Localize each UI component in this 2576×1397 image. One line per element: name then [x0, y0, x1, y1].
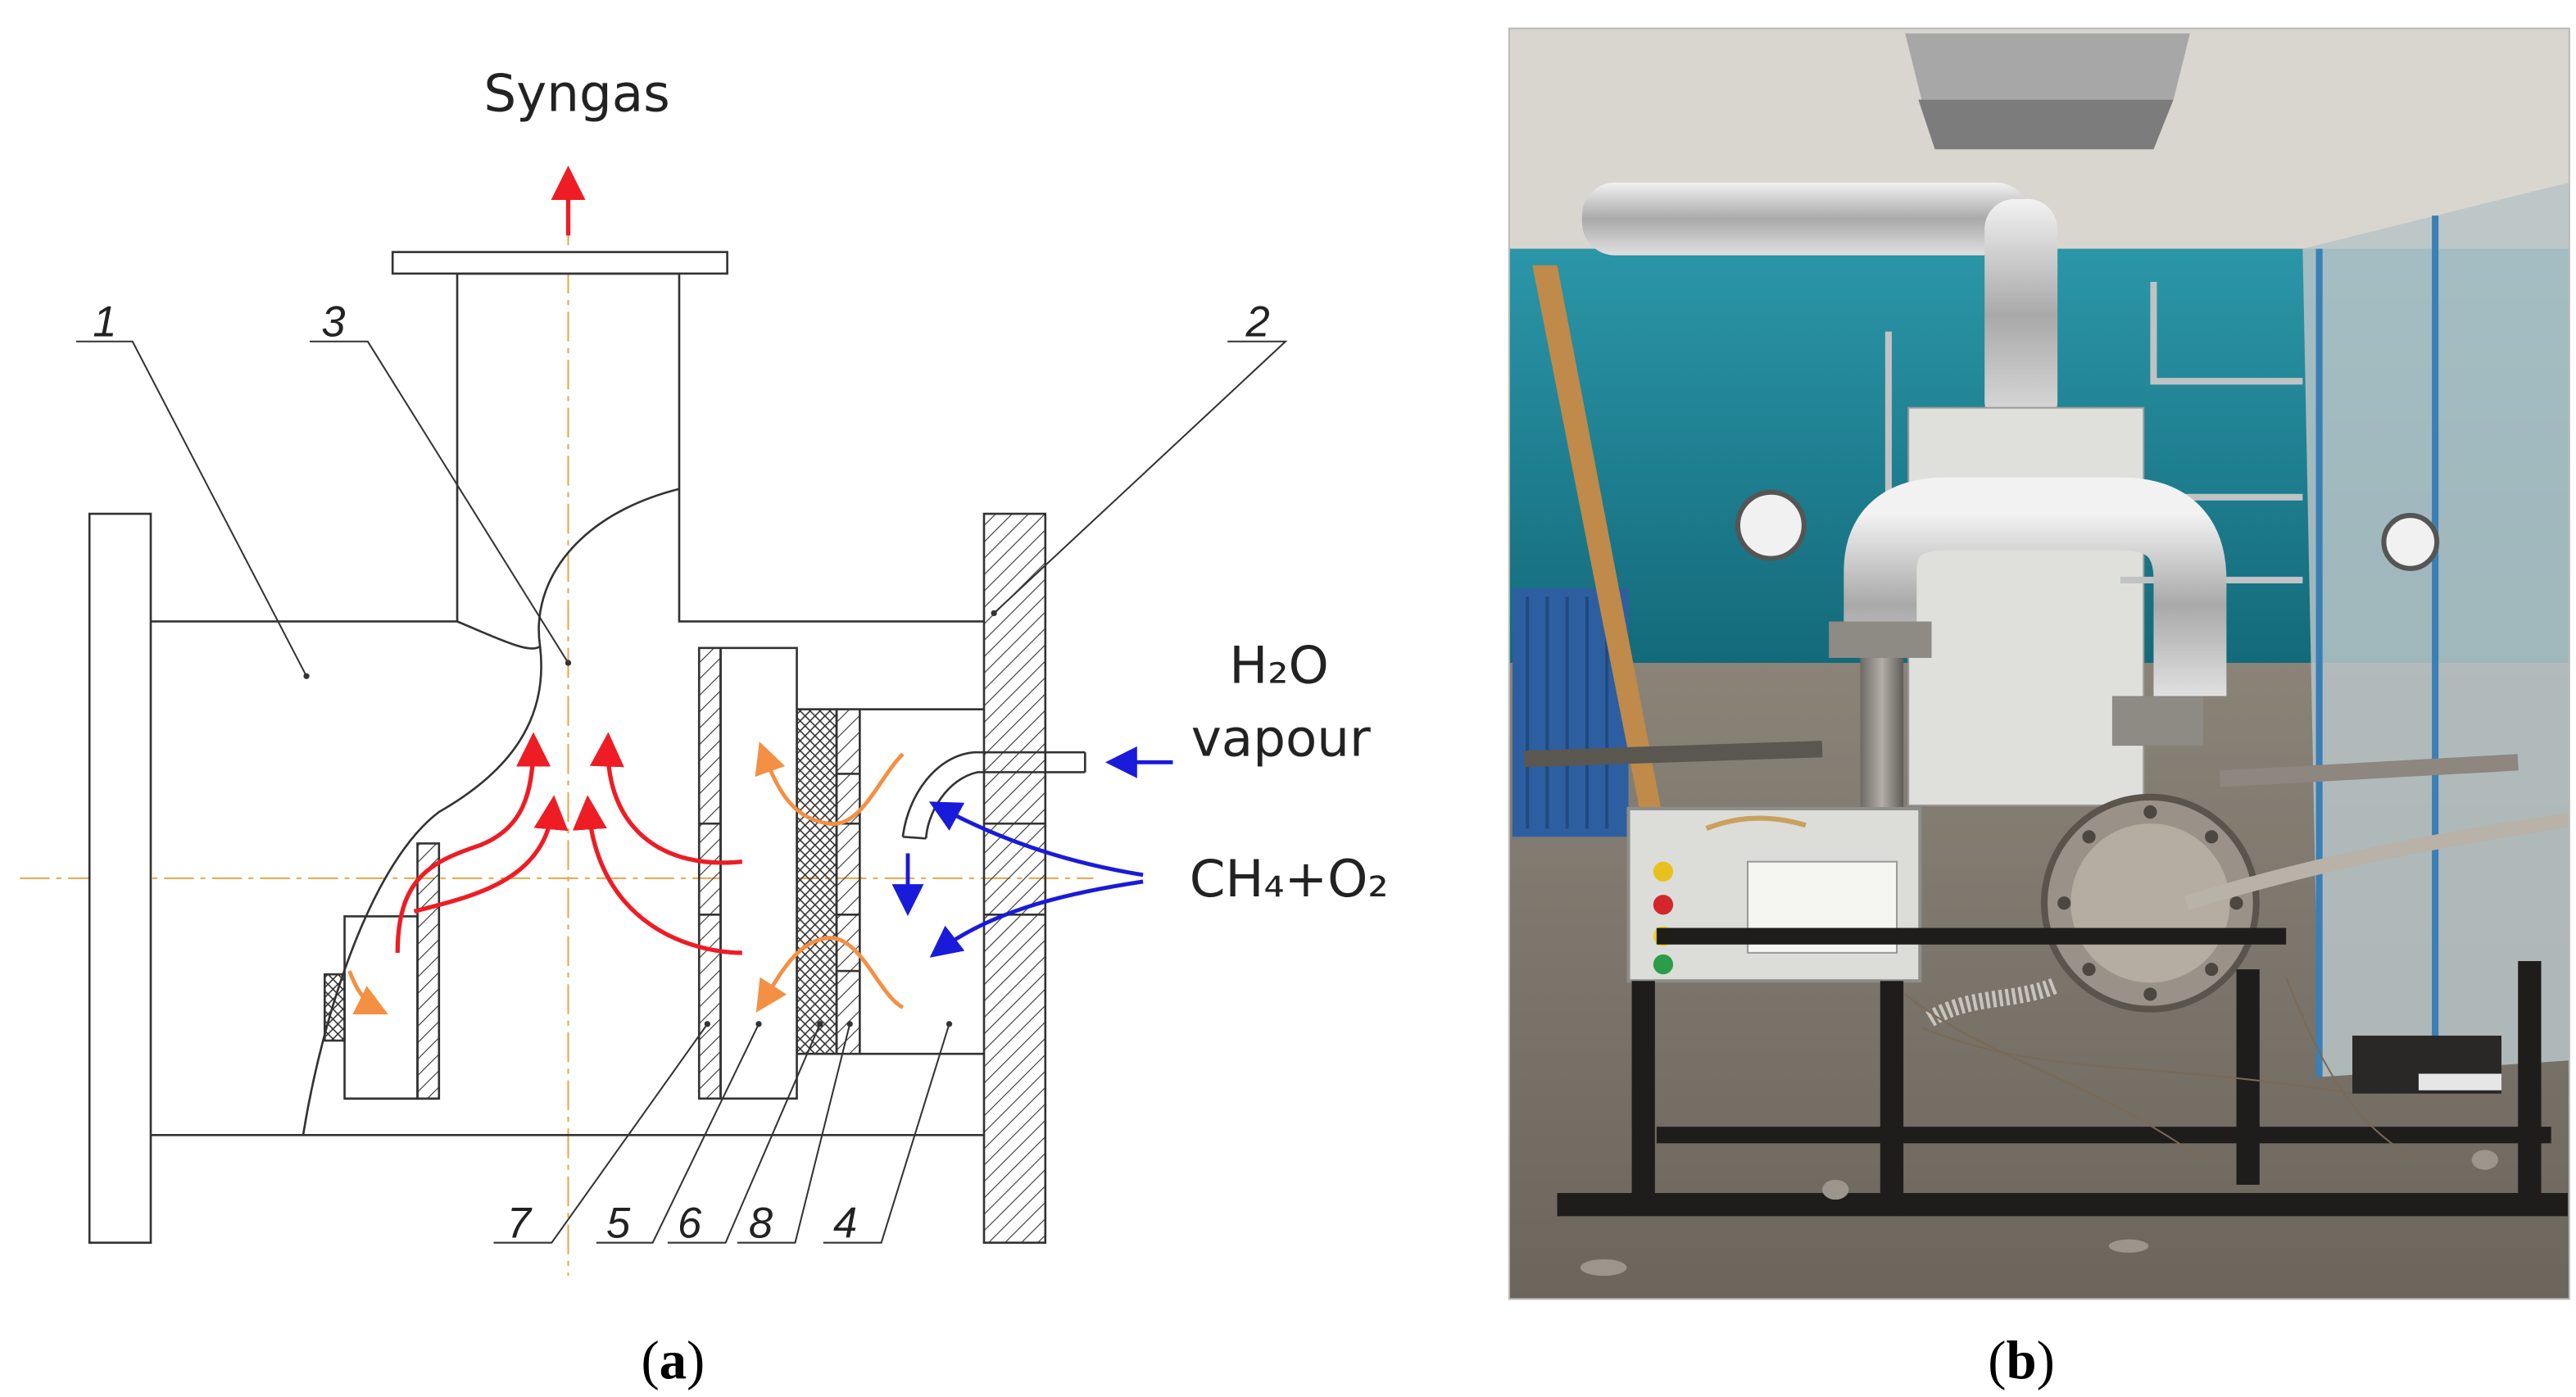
control-cabinet-wall [1907, 406, 2145, 806]
caption-a-close: ) [687, 1331, 705, 1390]
part-number-7: 7 [507, 1200, 533, 1248]
part-number-8: 8 [749, 1200, 773, 1248]
feed-flow-arrows [891, 746, 1173, 958]
left-porous-block [323, 973, 346, 1042]
foil-arch [1844, 477, 2227, 696]
mixing-chamber [859, 708, 984, 1055]
diagram-panel-a [20, 166, 1288, 1277]
syngas-flow-arrows [395, 166, 743, 955]
steel-frame [1557, 928, 2568, 1217]
ch4-o2-label: CH₄+O₂ [1190, 849, 1389, 909]
outlet-flange [391, 251, 728, 275]
part-number-4: 4 [833, 1200, 857, 1248]
left-inner-wall [416, 842, 441, 1100]
part-number-1: 1 [93, 298, 116, 347]
part-number-6: 6 [678, 1200, 702, 1248]
pressure-gauge-left [1735, 489, 1807, 561]
right-flange [982, 512, 1047, 1244]
porous-matrix-6 [796, 708, 838, 1055]
caption-a-letter: a [660, 1331, 687, 1390]
part-number-5: 5 [606, 1200, 631, 1248]
syngas-label: Syngas [483, 64, 669, 124]
flame-flow-arrows [347, 742, 905, 1014]
caption-a-open: ( [641, 1331, 659, 1390]
element-8 [835, 708, 861, 1055]
photo-panel-b [1508, 27, 2570, 1300]
caption-a: (a) [641, 1331, 705, 1390]
exhaust-hood [1905, 33, 2190, 100]
part-number-3: 3 [321, 298, 345, 347]
caption-b-close: ) [2037, 1331, 2055, 1390]
caption-b: (b) [1988, 1331, 2055, 1390]
vapour-label: vapour [1191, 708, 1371, 768]
steam-pipe [901, 751, 1086, 839]
pressure-gauge-right [2381, 513, 2440, 571]
h2o-label: H₂O [1229, 635, 1329, 695]
caption-b-letter: b [2006, 1331, 2036, 1390]
left-flange [88, 512, 152, 1244]
caption-b-open: ( [1988, 1331, 2006, 1390]
part-number-2: 2 [1245, 298, 1269, 347]
insulated-duct [1581, 182, 2030, 256]
leader-lines [76, 340, 1288, 1244]
plate-5 [719, 646, 798, 1100]
